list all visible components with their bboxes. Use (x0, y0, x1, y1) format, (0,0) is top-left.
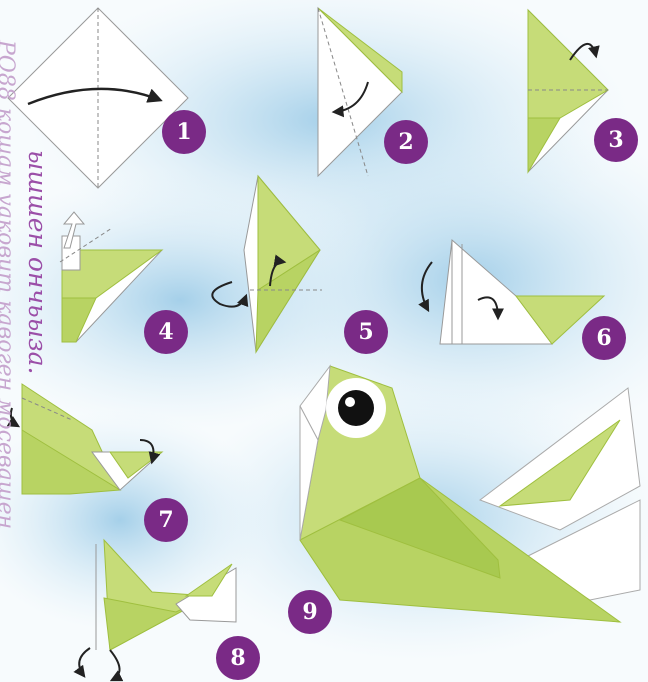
step-badge-7: 7 (144, 498, 188, 542)
side-caption-inner: ышшен ончьыза. (23, 150, 52, 374)
step-badge-4: 4 (144, 310, 188, 354)
step-badge-3: 3 (594, 118, 638, 162)
step-badge-6: 6 (582, 316, 626, 360)
step-badge-5: 5 (344, 310, 388, 354)
step-badge-8: 8 (216, 636, 260, 680)
side-caption-outer: PO88 кошам vаковит кавоген мосевашен (0, 40, 18, 529)
step-badge-2: 2 (384, 120, 428, 164)
step-badge-9: 9 (288, 590, 332, 634)
bird-eye-pupil (338, 390, 374, 426)
step-badge-1: 1 (162, 110, 206, 154)
